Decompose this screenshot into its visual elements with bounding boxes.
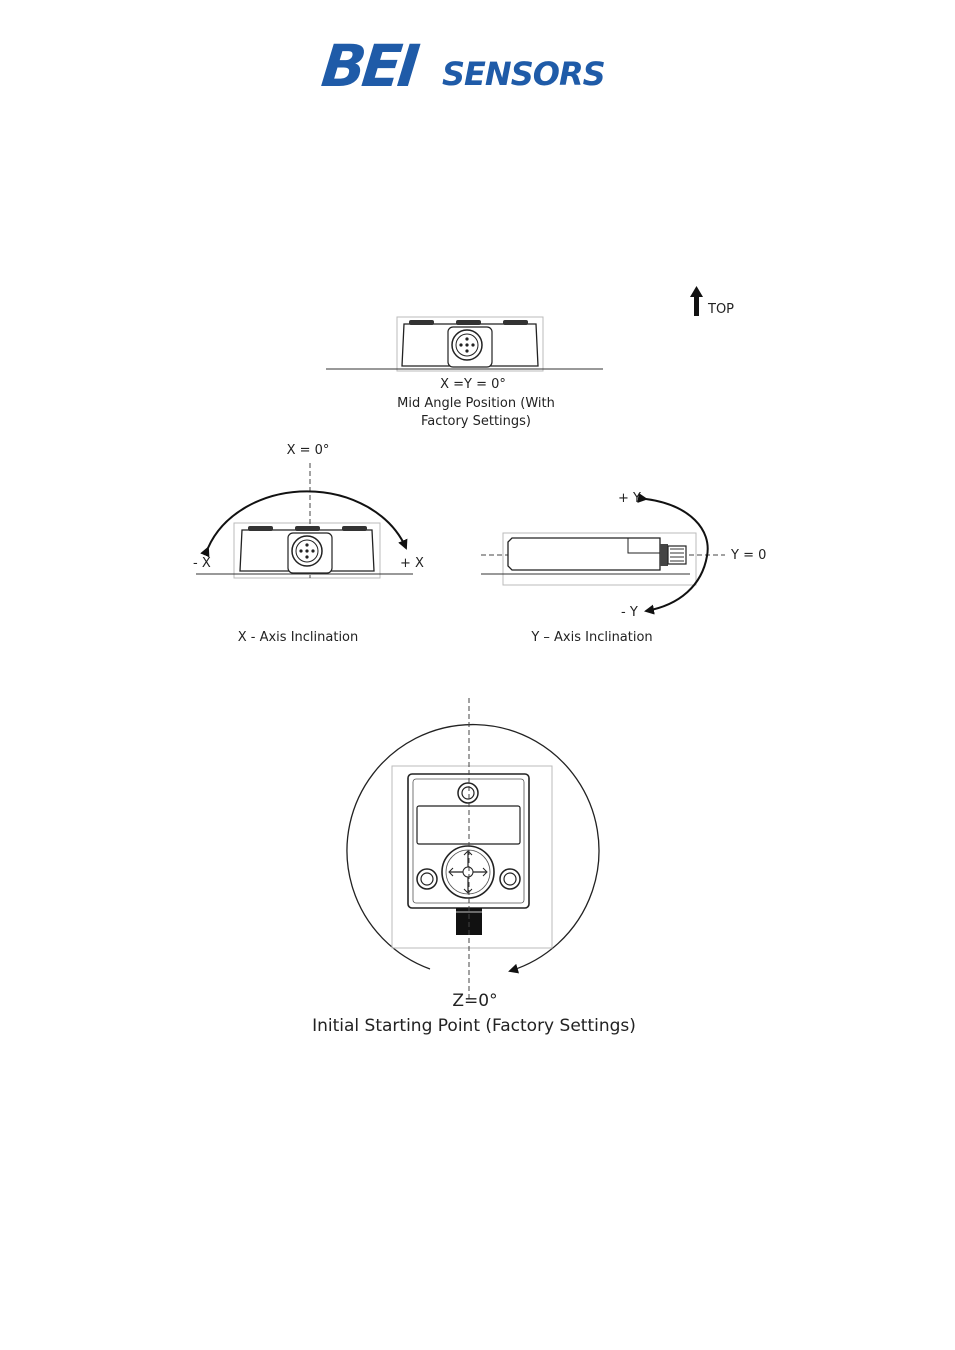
x-axis-caption: X - Axis Inclination — [238, 630, 359, 645]
x-plus-label: + X — [400, 556, 424, 571]
z-axis-sensor-drawing — [347, 698, 599, 1000]
mid-angle-label: X =Y = 0° — [440, 377, 506, 392]
mid-angle-sensor-drawing — [326, 317, 603, 371]
x-zero-label: X = 0° — [287, 443, 330, 458]
top-arrow-icon — [690, 286, 703, 316]
mid-caption-line1: Mid Angle Position (With — [397, 396, 555, 411]
y-zero-label: Y = 0 — [731, 548, 766, 563]
x-axis-sensor-drawing — [196, 463, 413, 578]
z-axis-caption: Initial Starting Point (Factory Settings… — [312, 1016, 636, 1036]
y-axis-sensor-drawing — [481, 499, 725, 611]
mid-caption-line2: Factory Settings) — [421, 414, 531, 429]
y-minus-label: - Y — [621, 605, 638, 620]
y-plus-label: + Y — [618, 491, 641, 506]
top-label: TOP — [708, 302, 734, 317]
x-minus-label: - X — [193, 556, 211, 571]
y-axis-caption: Y – Axis Inclination — [531, 630, 652, 645]
z-zero-label: Z=0° — [452, 991, 497, 1011]
